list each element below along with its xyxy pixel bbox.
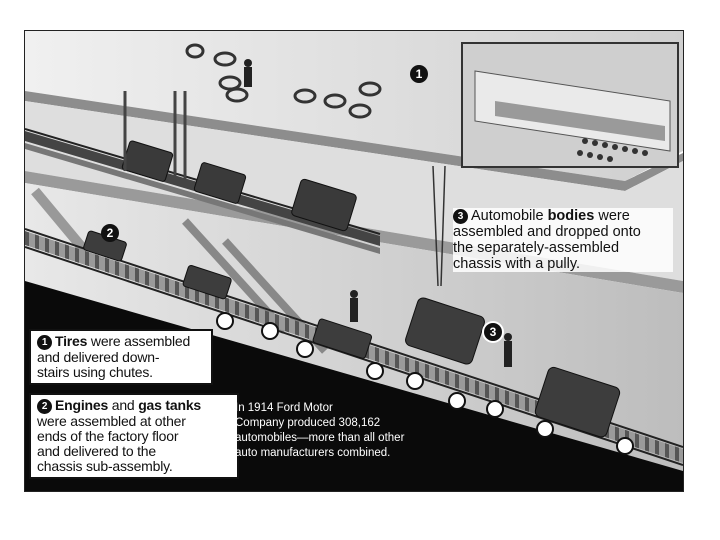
bodies-label-bold: bodies — [548, 208, 595, 224]
tires-panel-line1: were assembled — [87, 333, 190, 349]
callout-3-marker: 3 — [484, 323, 502, 341]
bodies-label-post: were — [594, 208, 629, 224]
bodies-label-pre: Automobile — [471, 208, 548, 224]
engines-panel-line5: chassis sub-assembly. — [37, 458, 173, 474]
engines-panel-bold1: Engines — [55, 397, 108, 413]
bodies-label-line4: chassis with a pully. — [453, 256, 580, 272]
stat-line3: automobiles—more than all other — [235, 432, 404, 444]
tires-panel-line3: stairs using chutes. — [37, 364, 153, 380]
tires-panel-line2: and delivered down- — [37, 349, 159, 365]
engines-panel-line2: were assembled at other — [37, 413, 186, 429]
engines-panel-line4: and delivered to the — [37, 443, 156, 459]
worker-upper — [244, 59, 252, 87]
engines-panel-line3: ends of the factory floor — [37, 428, 178, 444]
bodies-label-number: 3 — [453, 209, 468, 224]
stat-line2: Company produced 308,162 — [235, 417, 380, 429]
tires-panel-bold: Tires — [55, 333, 87, 349]
engines-panel-and: and — [108, 397, 138, 413]
callout-2-marker: 2 — [101, 224, 119, 242]
stat-line1: In 1914 Ford Motor — [235, 402, 333, 414]
engines-panel-bold2: gas tanks — [138, 397, 201, 413]
engines-panel-number: 2 — [37, 399, 52, 414]
callout-1-marker: 1 — [410, 65, 428, 83]
production-stat: In 1914 Ford Motor Company produced 308,… — [235, 401, 435, 461]
stat-line4: auto manufacturers combined. — [235, 447, 390, 459]
bodies-label-line3: the separately-assembled — [453, 240, 619, 256]
bodies-label-line2: assembled and dropped onto — [453, 224, 641, 240]
tires-panel-number: 1 — [37, 335, 52, 350]
